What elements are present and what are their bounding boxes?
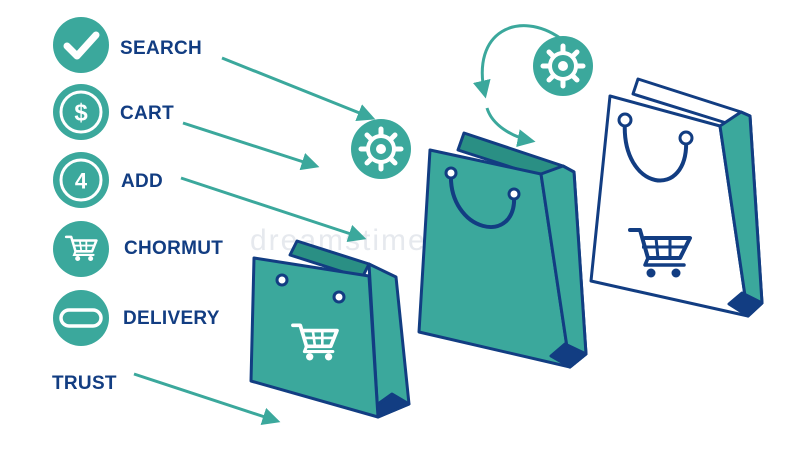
arrow-curve-left (473, 24, 561, 99)
arrow-add (180, 176, 367, 243)
white-shopping-bag (589, 77, 764, 318)
list-item-add: 4 ADD (53, 152, 163, 208)
large-shopping-bag (417, 131, 588, 369)
list-item-cart: $ CART (53, 84, 174, 140)
list-item-chormut: CHORMUT (53, 221, 223, 277)
number-glyph: 4 (75, 169, 88, 194)
arrow-search (221, 56, 376, 122)
list-item-delivery: DELIVERY (53, 290, 220, 346)
dollar-glyph: $ (74, 100, 88, 127)
dollar-icon: $ (53, 84, 109, 140)
cart-icon (53, 221, 109, 277)
checkmark-icon (53, 17, 109, 73)
list-item-label: ADD (121, 171, 163, 192)
arrow-curve-right (485, 107, 536, 147)
cart-icon (628, 228, 692, 278)
gear-icon-upper (533, 36, 593, 96)
list-item-search: SEARCH (53, 17, 202, 73)
arrows (133, 24, 561, 426)
list-item-label: CART (120, 103, 174, 124)
trust-label: TRUST (52, 373, 117, 394)
small-shopping-bag (249, 239, 411, 419)
list-item-label: SEARCH (120, 38, 202, 59)
list-item-label: DELIVERY (123, 308, 220, 329)
list-item-label: CHORMUT (124, 238, 223, 259)
arrow-cart (182, 121, 320, 171)
minus-pill-icon (53, 290, 109, 346)
gear-icon-lower (351, 119, 411, 179)
arrow-trust (133, 372, 281, 426)
number-icon: 4 (53, 152, 109, 208)
